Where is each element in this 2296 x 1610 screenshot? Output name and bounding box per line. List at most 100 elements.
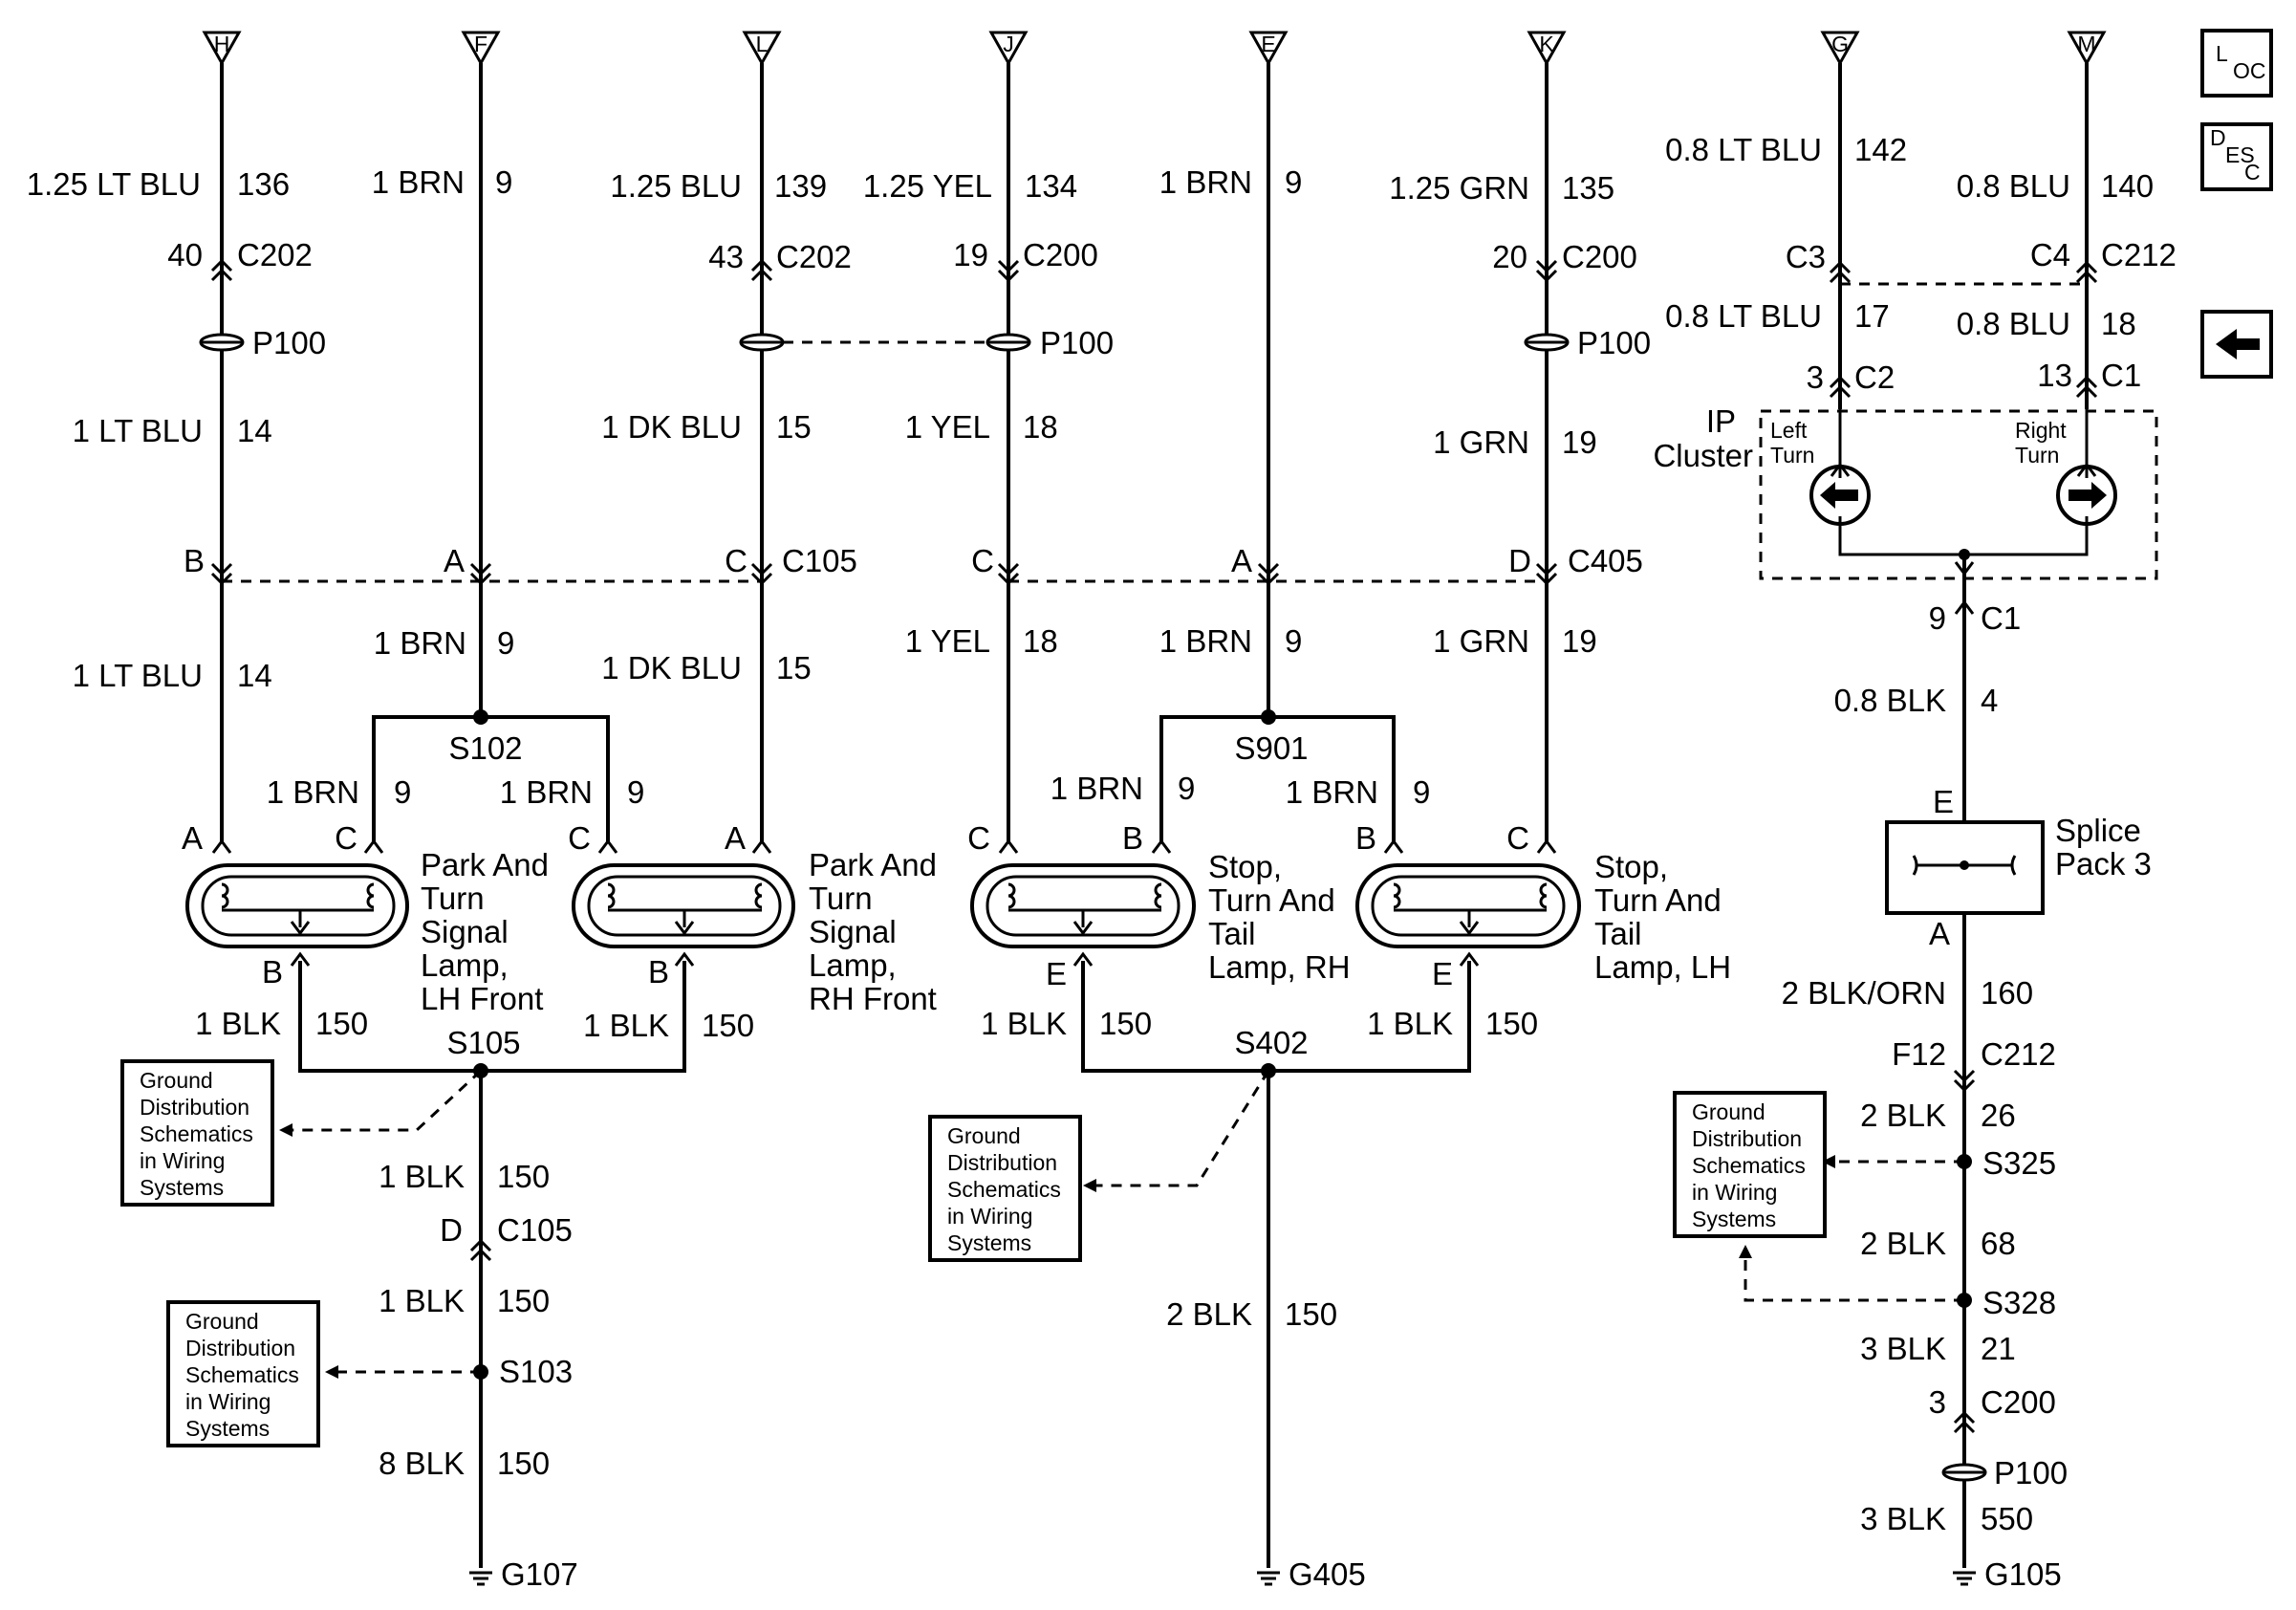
svg-text:150: 150: [497, 1446, 550, 1481]
svg-text:B: B: [1355, 820, 1376, 856]
svg-text:Left: Left: [1770, 418, 1808, 443]
svg-text:G107: G107: [501, 1556, 578, 1592]
svg-text:1 BLK: 1 BLK: [981, 1006, 1067, 1041]
svg-text:S325: S325: [1982, 1145, 2056, 1181]
svg-text:1 BRN: 1 BRN: [1159, 164, 1252, 200]
svg-text:C200: C200: [1023, 237, 1098, 272]
svg-text:Distribution: Distribution: [947, 1150, 1057, 1175]
back-button[interactable]: [2200, 310, 2273, 379]
svg-text:C: C: [568, 820, 591, 856]
svg-text:E: E: [1933, 784, 1954, 819]
svg-text:C105: C105: [497, 1212, 573, 1248]
svg-text:OC: OC: [2233, 58, 2266, 83]
svg-text:Lamp, RH: Lamp, RH: [1208, 949, 1351, 985]
svg-text:0.8 BLK: 0.8 BLK: [1834, 683, 1946, 718]
drop-k-letter: K: [1539, 32, 1554, 56]
drop-g-letter: G: [1831, 32, 1849, 56]
svg-text:40: 40: [167, 237, 203, 272]
svg-text:A: A: [725, 820, 746, 856]
svg-text:1 BLK: 1 BLK: [1367, 1006, 1453, 1041]
svg-text:B: B: [1122, 820, 1143, 856]
svg-text:0.8 BLU: 0.8 BLU: [1957, 306, 2070, 341]
svg-text:C200: C200: [1981, 1384, 2056, 1420]
svg-text:Ground: Ground: [185, 1309, 259, 1334]
svg-text:IP: IP: [1706, 403, 1736, 439]
svg-text:S402: S402: [1234, 1025, 1308, 1060]
svg-text:Ground: Ground: [140, 1068, 213, 1093]
svg-text:Turn: Turn: [1770, 443, 1814, 468]
svg-text:Distribution: Distribution: [140, 1095, 249, 1120]
svg-text:1 BRN: 1 BRN: [1159, 623, 1252, 659]
svg-text:19: 19: [1562, 623, 1597, 659]
svg-text:Schematics: Schematics: [947, 1177, 1061, 1202]
svg-text:9: 9: [1929, 600, 1946, 636]
svg-text:1 GRN: 1 GRN: [1433, 424, 1529, 460]
svg-text:1 BLK: 1 BLK: [379, 1283, 465, 1318]
svg-text:150: 150: [315, 1006, 368, 1041]
svg-text:1 LT BLU: 1 LT BLU: [73, 413, 203, 448]
svg-text:3: 3: [1807, 359, 1824, 395]
svg-text:2 BLK: 2 BLK: [1166, 1296, 1252, 1332]
svg-text:Pack 3: Pack 3: [2055, 846, 2152, 881]
svg-text:Ground: Ground: [1692, 1099, 1765, 1124]
ground-distribution-box-1[interactable]: Ground Distribution Schematics in Wiring…: [120, 1059, 274, 1207]
svg-text:140: 140: [2101, 168, 2154, 204]
svg-text:9: 9: [1285, 164, 1302, 200]
svg-text:43: 43: [708, 239, 744, 274]
svg-text:18: 18: [2101, 306, 2136, 341]
svg-text:Turn: Turn: [809, 881, 873, 916]
svg-text:A: A: [182, 820, 203, 856]
svg-text:S103: S103: [499, 1354, 573, 1389]
svg-text:160: 160: [1981, 975, 2033, 1011]
svg-text:18: 18: [1023, 409, 1058, 445]
svg-text:19: 19: [953, 237, 988, 272]
svg-text:1 YEL: 1 YEL: [905, 409, 990, 445]
svg-text:P100: P100: [1577, 325, 1651, 360]
svg-text:9: 9: [394, 774, 411, 810]
svg-text:D: D: [2210, 125, 2226, 150]
svg-text:550: 550: [1981, 1501, 2033, 1536]
svg-text:Schematics: Schematics: [140, 1121, 253, 1146]
svg-text:in Wiring: in Wiring: [1692, 1180, 1777, 1205]
svg-text:C1: C1: [1981, 600, 2021, 636]
svg-text:Turn And: Turn And: [1594, 882, 1722, 918]
desc-button[interactable]: D ES C: [2200, 122, 2273, 191]
svg-text:2 BLK/ORN: 2 BLK/ORN: [1782, 975, 1946, 1011]
svg-text:135: 135: [1562, 170, 1614, 206]
connector-hoods: H F L J E K G M: [203, 31, 2106, 65]
svg-text:1 LT BLU: 1 LT BLU: [73, 658, 203, 693]
svg-text:C: C: [967, 820, 990, 856]
svg-text:Cluster: Cluster: [1653, 438, 1753, 473]
ground-distribution-box-4[interactable]: Ground Distribution Schematics in Wiring…: [1673, 1091, 1827, 1238]
ground-distribution-box-2[interactable]: Ground Distribution Schematics in Wiring…: [928, 1115, 1082, 1262]
svg-text:A: A: [1929, 916, 1950, 951]
svg-text:C3: C3: [1786, 239, 1826, 274]
right-turn-icon: [2069, 482, 2107, 509]
svg-text:Turn And: Turn And: [1208, 882, 1335, 918]
svg-text:9: 9: [495, 164, 512, 200]
svg-text:2 BLK: 2 BLK: [1860, 1098, 1946, 1133]
svg-text:13: 13: [2037, 358, 2072, 393]
svg-text:1 BRN: 1 BRN: [372, 164, 465, 200]
svg-text:150: 150: [1285, 1296, 1337, 1332]
svg-text:26: 26: [1981, 1098, 2016, 1133]
svg-text:C105: C105: [782, 543, 857, 578]
ip-cluster: [1809, 463, 2117, 576]
svg-text:F12: F12: [1892, 1036, 1946, 1072]
svg-text:68: 68: [1981, 1226, 2016, 1261]
lamp-name-lh-rear: Stop, Turn And Tail Lamp, LH: [1594, 849, 1731, 985]
svg-text:1.25 BLU: 1.25 BLU: [610, 168, 742, 204]
ground-distribution-box-3[interactable]: Ground Distribution Schematics in Wiring…: [166, 1300, 320, 1447]
svg-text:Stop,: Stop,: [1208, 849, 1282, 884]
svg-text:3 BLK: 3 BLK: [1860, 1331, 1946, 1366]
svg-text:1 BRN: 1 BRN: [500, 774, 593, 810]
svg-text:in Wiring: in Wiring: [185, 1389, 271, 1414]
loc-button[interactable]: L OC: [2200, 29, 2273, 98]
svg-text:in Wiring: in Wiring: [140, 1148, 225, 1173]
svg-text:1 BLK: 1 BLK: [195, 1006, 281, 1041]
svg-text:C: C: [971, 543, 994, 578]
lamp-name-rh-rear: Stop, Turn And Tail Lamp, RH: [1208, 849, 1351, 985]
svg-text:Lamp,: Lamp,: [421, 947, 509, 983]
svg-text:S102: S102: [448, 730, 522, 766]
